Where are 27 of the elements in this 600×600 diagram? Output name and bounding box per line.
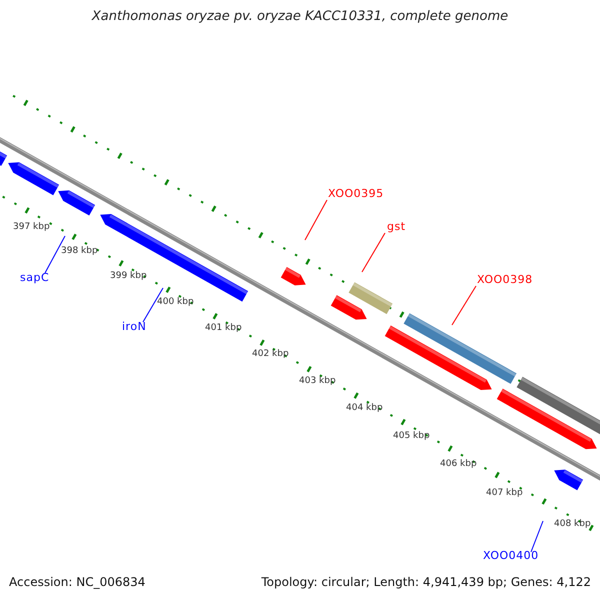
- scale-label: 400 kbp: [157, 297, 194, 307]
- footer-text: Accession: NC_006834: [9, 575, 146, 589]
- leader-line: [304, 200, 328, 240]
- gene-label: sapC: [20, 271, 50, 284]
- title: Xanthomonas oryzae pv. oryzae KACC10331, complete genome: [90, 9, 510, 24]
- gene-label: XOO0398: [477, 273, 533, 286]
- gene-label: XOO0400: [483, 549, 539, 562]
- scale-label: 402 kbp: [252, 349, 289, 359]
- leader-line: [362, 232, 386, 272]
- scale-label: 407 kbp: [486, 488, 523, 498]
- leader-line: [142, 288, 164, 322]
- leader-line: [530, 520, 544, 552]
- scale-label: 408 kbp: [554, 519, 591, 529]
- gene-label: XOO0395: [328, 187, 384, 200]
- scale-label: 397 kbp: [13, 222, 50, 232]
- gene-label: iroN: [122, 320, 146, 333]
- scale-label: 398 kbp: [61, 246, 98, 256]
- scale-label: 399 kbp: [110, 271, 147, 281]
- scale-label: 406 kbp: [440, 459, 477, 469]
- scale-label: 404 kbp: [346, 403, 383, 413]
- gene-label: gst: [387, 220, 406, 233]
- scale-label: 401 kbp: [205, 323, 242, 333]
- leader-line: [44, 236, 66, 274]
- footer-text: Topology: circular; Length: 4,941,439 bp; Genes: 4,122: [261, 575, 591, 589]
- leader-line: [452, 286, 476, 326]
- scale-label: 403 kbp: [299, 376, 336, 386]
- scale-label: 405 kbp: [393, 431, 430, 441]
